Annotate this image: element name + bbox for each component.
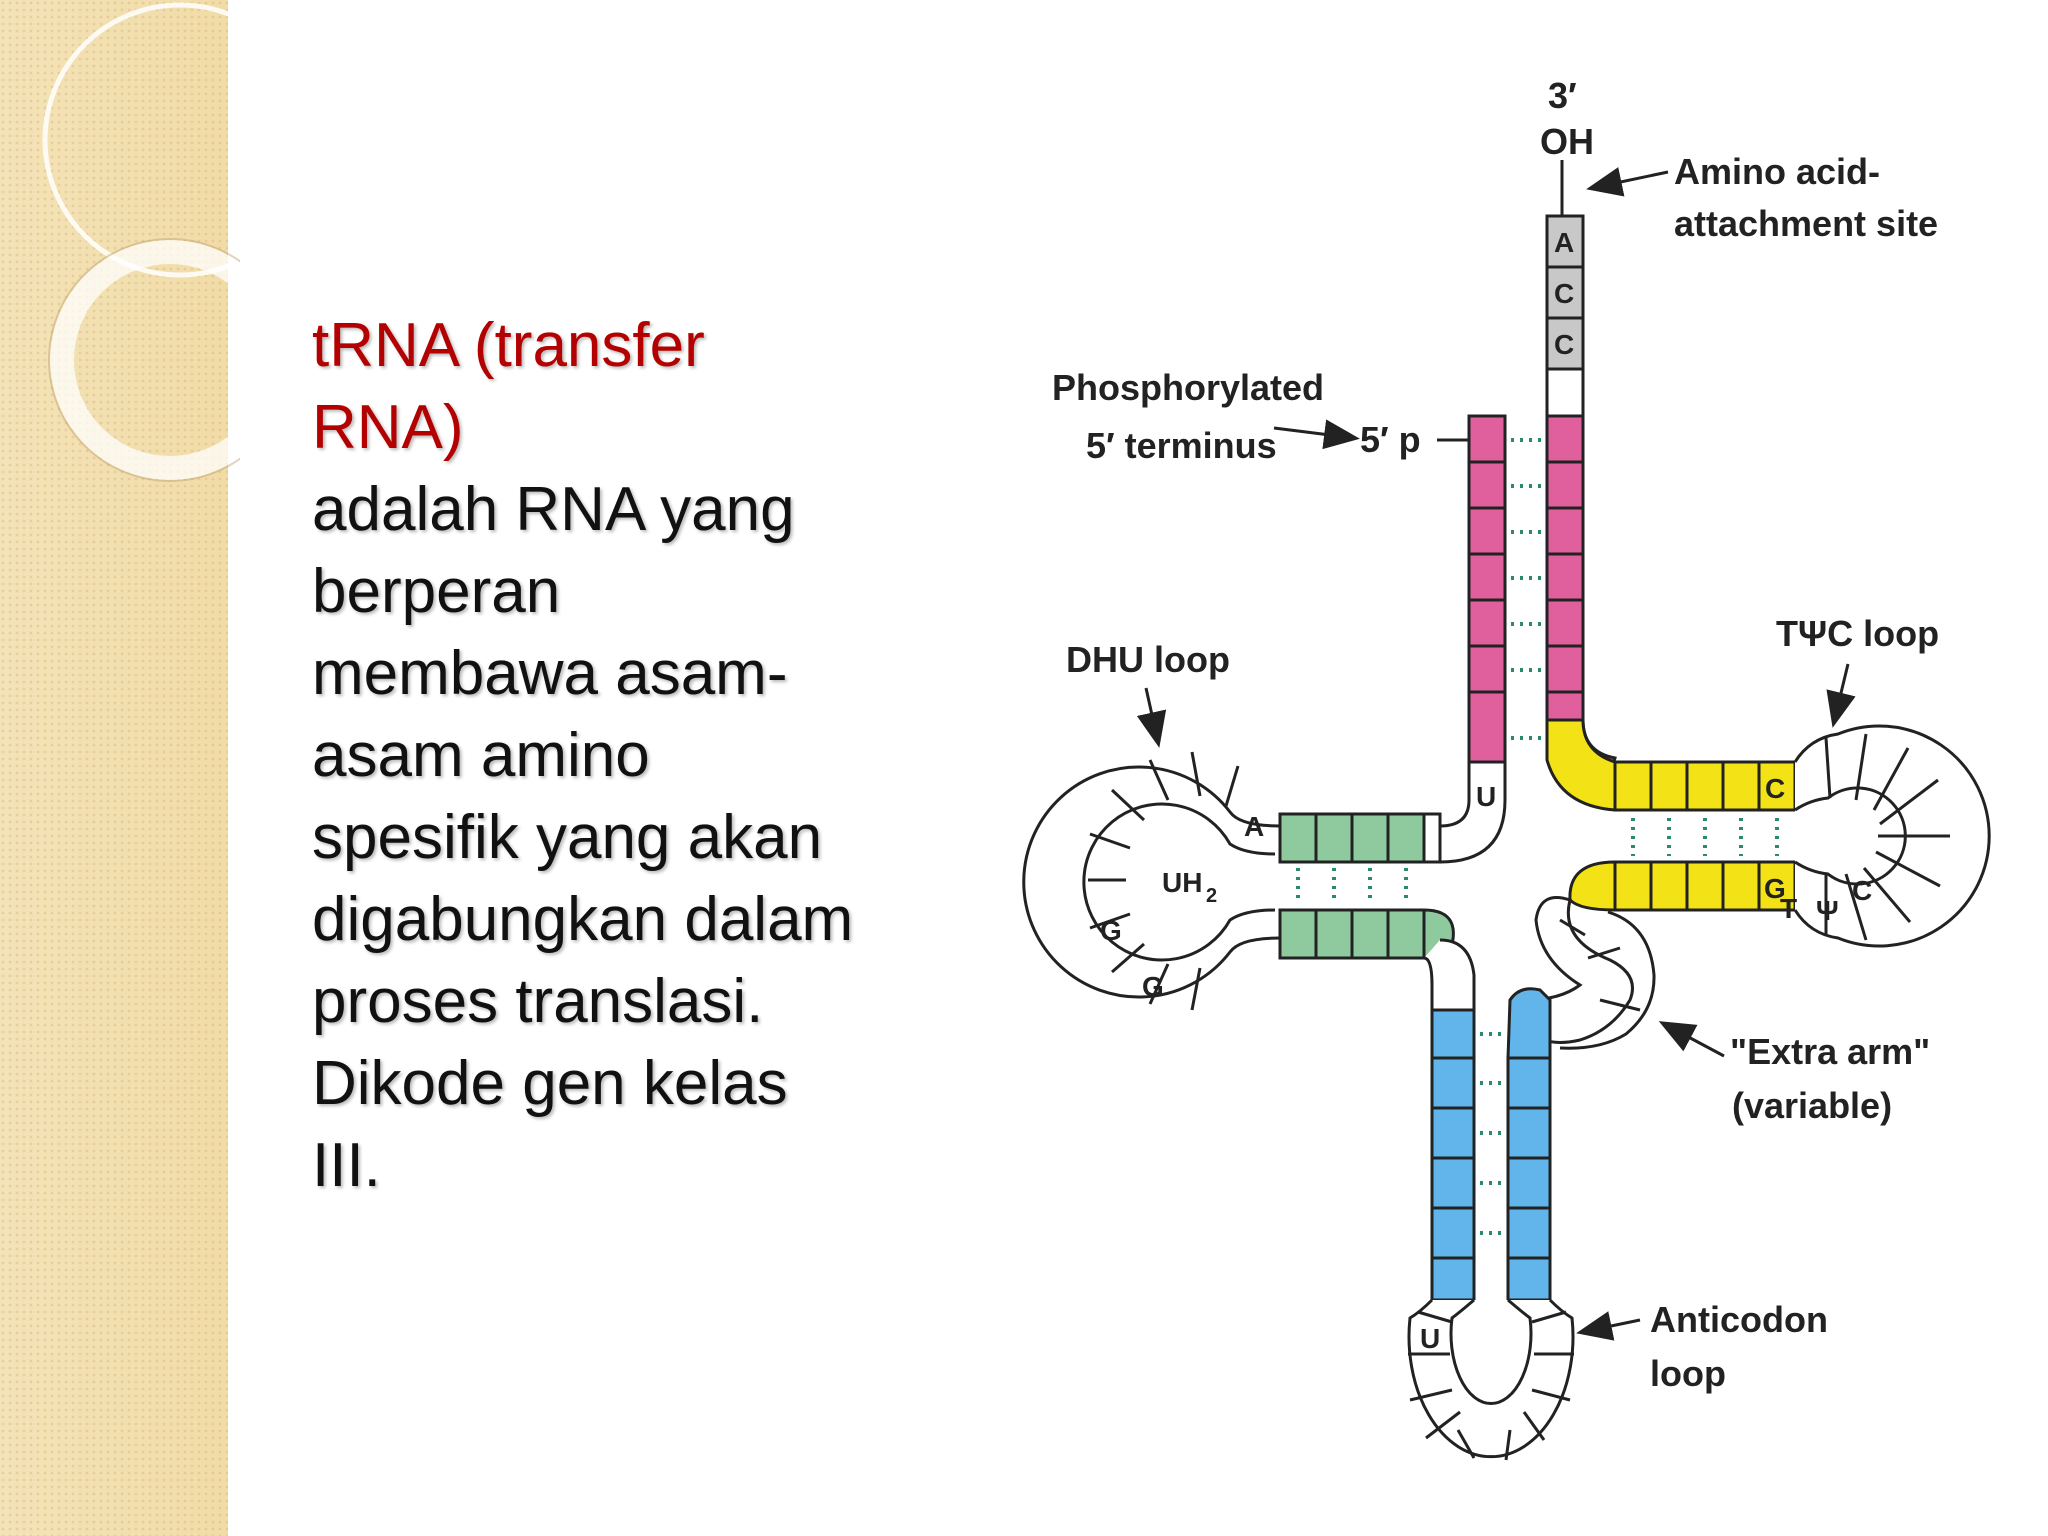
label-tpsic-loop: TΨC loop (1776, 613, 1939, 654)
dhu-loop (1022, 751, 1281, 1011)
nt-t-psi: Ψ (1816, 895, 1839, 926)
tpsic-hbonds (1631, 818, 1779, 856)
body-line-7: proses translasi. (312, 967, 764, 1036)
anticodon-loop (1407, 1298, 1575, 1461)
label-oh: OH (1540, 121, 1594, 162)
nt-t-c2: C (1852, 875, 1872, 906)
label-extra-arm-2: (variable) (1732, 1085, 1892, 1126)
slide-text: tRNA (transfer RNA) adalah RNA yang berp… (312, 305, 932, 1207)
label-5p: 5′ p (1360, 419, 1421, 460)
arrow-amino-site (1586, 167, 1669, 197)
dhu-stem (1278, 812, 1455, 960)
nt-acc-c1: C (1554, 278, 1574, 309)
arrow-anticodon (1576, 1311, 1641, 1341)
body-line-5: spesifik yang akan (312, 803, 823, 872)
decorative-rings (42, 2, 240, 482)
ring-small (50, 240, 240, 480)
heading-line-1: tRNA (transfer (312, 311, 705, 380)
arrow-dhu (1136, 687, 1167, 748)
body-line-2: berperan (312, 557, 561, 626)
extra-arm (1524, 896, 1656, 1050)
nt-t-g: G (1764, 873, 1786, 904)
label-3prime: 3′ (1548, 75, 1577, 116)
dhu-anticodon-connector (1423, 938, 1476, 1012)
nt-acc-c2: C (1554, 329, 1574, 360)
label-amino-site-1: Amino acid- (1674, 151, 1880, 192)
body-line-3: membawa asam- (312, 639, 788, 708)
label-amino-site-2: attachment site (1674, 203, 1938, 244)
label-extra-arm-1: "Extra arm" (1730, 1031, 1930, 1072)
acceptor-hbonds (1511, 438, 1543, 740)
anticodon-hbonds (1480, 1032, 1502, 1235)
heading-line-2: RNA) (312, 393, 464, 462)
body-line-9: III. (312, 1131, 381, 1200)
ring-small-outline (48, 238, 240, 482)
nt-t-c: C (1765, 773, 1785, 804)
nt-dhu-g2: G (1142, 971, 1164, 1002)
body-line-8: Dikode gen kelas (312, 1049, 788, 1118)
nt-dhu-u: U (1476, 781, 1496, 812)
dhu-hbonds (1296, 868, 1408, 904)
body-line-6: digabungkan dalam (312, 885, 854, 954)
tpsic-loop (1793, 724, 1991, 948)
label-anticodon-1: Anticodon (1650, 1299, 1828, 1340)
uh2-label: UH (1162, 867, 1202, 898)
anticodon-stem (1430, 987, 1552, 1302)
arrow-tpsic (1826, 663, 1856, 728)
nt-dhu-a: A (1244, 811, 1264, 842)
label-phos-1: Phosphorylated (1052, 367, 1324, 408)
tpsic-stem (1545, 718, 1797, 912)
acceptor-5prime-strand (1437, 414, 1507, 864)
nt-acc-a: A (1554, 227, 1574, 258)
body-line-4: asam amino (312, 721, 650, 790)
label-anticodon-2: loop (1650, 1353, 1726, 1394)
ring-large (42, 2, 240, 278)
arrow-phos (1273, 419, 1360, 450)
sidebar-edge (228, 0, 232, 1536)
nt-t-t: T (1780, 893, 1797, 924)
label-phos-2: 5′ terminus (1086, 425, 1277, 466)
uh2-subscript: 2 (1206, 885, 1217, 907)
nt-anti-u: U (1420, 1323, 1440, 1354)
nt-dhu-g1: G (1100, 915, 1122, 946)
label-dhu-loop: DHU loop (1066, 639, 1230, 680)
body-line-1: adalah RNA yang (312, 475, 795, 544)
arrow-extra-arm (1658, 1021, 1725, 1058)
dhu-uh2: UH 2 (1162, 867, 1217, 907)
